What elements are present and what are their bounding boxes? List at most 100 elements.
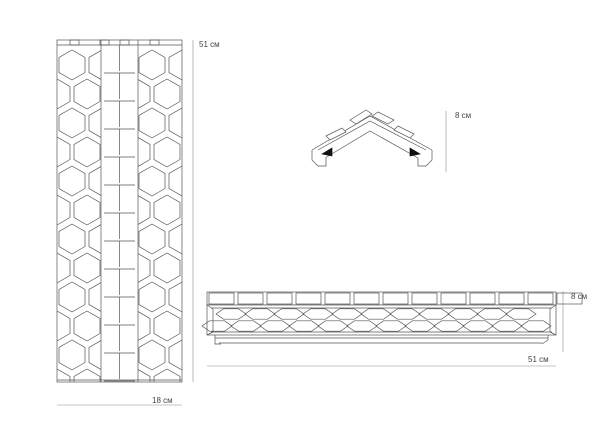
side-top-tile xyxy=(411,292,438,305)
left-hex-field xyxy=(57,49,115,426)
hex-tile xyxy=(138,107,166,139)
hex-tile xyxy=(138,49,166,81)
side-top-tile xyxy=(266,292,293,305)
side-hex-tile xyxy=(331,308,363,320)
side-hex-tile xyxy=(346,320,378,332)
side-top-tile xyxy=(382,292,409,305)
side-right-foot xyxy=(541,335,549,345)
side-hex-tile xyxy=(215,308,247,320)
hex-tile xyxy=(57,194,71,226)
hex-tile xyxy=(168,165,182,197)
hex-tile xyxy=(138,195,151,225)
hex-tile xyxy=(168,49,182,81)
cap-side-tile xyxy=(393,125,415,139)
cap-left-foot xyxy=(311,150,327,167)
hex-tile xyxy=(88,108,101,138)
side-top-tile xyxy=(208,292,235,305)
side-hex-tile xyxy=(302,308,334,320)
side-view-panel xyxy=(201,291,583,345)
hex-tile xyxy=(57,252,71,284)
side-top-tile xyxy=(469,292,496,305)
hex-tile xyxy=(153,78,181,110)
side-hex-tile xyxy=(273,308,305,320)
cap-upper-slope xyxy=(311,115,433,151)
side-view-height-label: 8 см xyxy=(571,292,588,301)
hex-tile xyxy=(58,107,86,139)
hex-tile xyxy=(153,194,181,226)
hex-tile xyxy=(88,340,101,370)
hex-tile xyxy=(153,136,181,168)
cap-right-black-wedge xyxy=(409,147,421,157)
top-tab xyxy=(69,39,80,46)
hex-tile xyxy=(138,223,166,255)
side-hex-tile xyxy=(360,308,392,320)
top-tab xyxy=(99,39,110,46)
hex-tile xyxy=(58,49,86,81)
side-right-bevel xyxy=(549,304,557,336)
side-hex-tile xyxy=(375,320,407,332)
hex-tile xyxy=(89,398,115,426)
side-hex-tile xyxy=(404,320,436,332)
side-view-width-label: 51 см xyxy=(528,355,549,364)
hex-tile xyxy=(73,78,101,110)
hex-tile xyxy=(57,78,71,110)
side-hex-tile xyxy=(433,320,465,332)
hex-tile xyxy=(73,252,101,284)
hex-tile xyxy=(58,339,86,371)
cap-top-tile xyxy=(349,109,373,125)
side-left-foot xyxy=(214,335,221,345)
cap-right-foot xyxy=(417,150,433,167)
cap-height-label: 8 см xyxy=(455,111,472,120)
side-hex-tile xyxy=(317,320,349,332)
hex-tile xyxy=(153,252,181,284)
side-top-tile xyxy=(527,292,554,305)
hex-tile xyxy=(73,136,101,168)
cap-side-tile xyxy=(325,127,347,141)
side-top-tile xyxy=(295,292,322,305)
hex-tile xyxy=(138,79,151,109)
side-hex-tile xyxy=(462,320,494,332)
side-hex-tile xyxy=(288,320,320,332)
hex-tile xyxy=(168,223,182,255)
cap-lower-slope xyxy=(324,130,419,159)
hex-tile xyxy=(138,311,151,341)
hex-tile xyxy=(88,50,101,80)
side-top-tile xyxy=(498,292,525,305)
cap-left-black-wedge xyxy=(321,147,333,157)
side-hex-tile xyxy=(244,308,276,320)
side-hex-tile xyxy=(520,320,552,332)
hex-tile xyxy=(138,165,166,197)
side-hex-tile xyxy=(201,320,233,332)
hex-tile xyxy=(73,194,101,226)
ridge-cap-profile xyxy=(311,109,433,167)
side-hex-band xyxy=(206,304,557,336)
hex-tile xyxy=(57,310,71,342)
hex-tile xyxy=(57,368,71,382)
top-tab xyxy=(119,39,130,46)
side-top-tile xyxy=(324,292,351,305)
side-hex-tile xyxy=(491,320,523,332)
hex-tile xyxy=(73,368,101,382)
hex-tile xyxy=(73,310,101,342)
hex-tile xyxy=(59,398,85,426)
hex-tile xyxy=(138,339,166,371)
hex-tile xyxy=(88,224,101,254)
top-view-panel xyxy=(56,39,183,426)
side-top-tile xyxy=(440,292,467,305)
cap-top-tile xyxy=(371,111,395,125)
side-hex-tile xyxy=(389,308,421,320)
hex-tile xyxy=(57,136,71,168)
side-top-tile xyxy=(353,292,380,305)
hex-tile xyxy=(153,368,181,382)
hex-tile xyxy=(58,281,86,313)
dimension-lines xyxy=(57,40,564,406)
side-hex-tile xyxy=(418,308,450,320)
right-hex-field xyxy=(138,49,182,382)
side-top-tile xyxy=(237,292,264,305)
side-top-tile xyxy=(556,292,583,305)
hex-tile xyxy=(88,166,101,196)
hex-tile xyxy=(168,281,182,313)
hex-tile xyxy=(168,339,182,371)
hex-tile xyxy=(58,223,86,255)
